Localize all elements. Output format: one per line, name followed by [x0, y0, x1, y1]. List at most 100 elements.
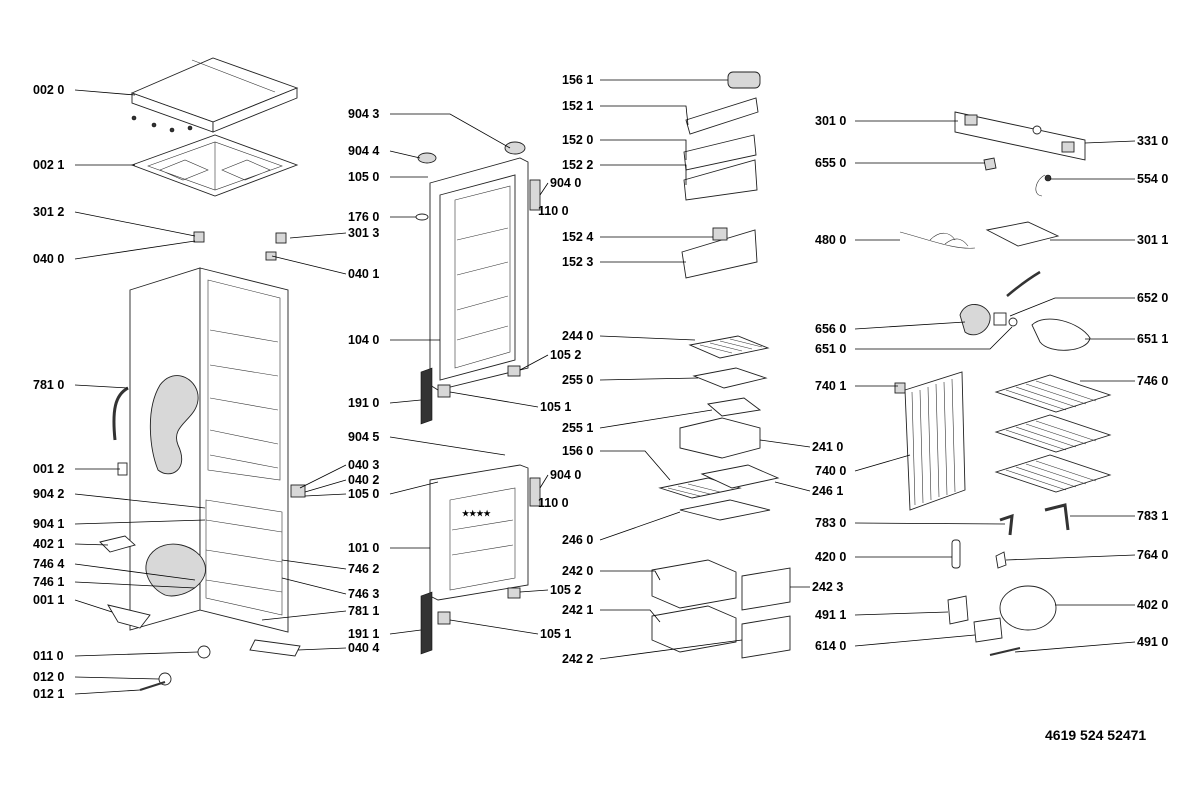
foot-and-base-parts [99, 484, 306, 691]
crisper-drawers-part [651, 559, 791, 659]
callout-label: 012 1 [33, 687, 64, 701]
callout-label: 241 0 [812, 440, 843, 454]
callout-label: 331 0 [1137, 134, 1168, 148]
callout-label: 246 0 [562, 533, 593, 547]
callout-label: 244 0 [562, 329, 593, 343]
callout-label: 191 0 [348, 396, 379, 410]
callout-label: 152 3 [562, 255, 593, 269]
fridge-shelves-part [658, 335, 780, 521]
callout-label: 191 1 [348, 627, 379, 641]
callout-label: 176 0 [348, 210, 379, 224]
callout-label: 012 0 [33, 670, 64, 684]
wire-shelves-part [994, 374, 1112, 493]
callout-label: 110 0 [538, 496, 569, 510]
callout-label: 904 0 [550, 176, 581, 190]
callout-label: 242 3 [812, 580, 843, 594]
callout-label: 156 0 [562, 444, 593, 458]
callout-label: 781 0 [33, 378, 64, 392]
lower-door-part: ★★★★ [429, 464, 541, 601]
callout-label: 783 0 [815, 516, 846, 530]
callout-label: 156 1 [562, 73, 593, 87]
document-code: 4619 524 52471 [1045, 727, 1146, 743]
callout-label: 152 2 [562, 158, 593, 172]
callout-label: 040 3 [348, 458, 379, 472]
callout-label: 105 0 [348, 487, 379, 501]
callout-label: 402 1 [33, 537, 64, 551]
callout-label: 651 1 [1137, 332, 1168, 346]
callout-label: 002 1 [33, 158, 64, 172]
callout-label: 740 0 [815, 464, 846, 478]
callout-label: 904 1 [33, 517, 64, 531]
wiring-harness-part [899, 221, 1060, 297]
callout-label: 246 1 [812, 484, 843, 498]
callout-label: 040 2 [348, 473, 379, 487]
callout-label: 011 0 [33, 649, 64, 663]
callout-label: 764 0 [1137, 548, 1168, 562]
callout-label: 105 1 [540, 627, 571, 641]
callout-label: 740 1 [815, 379, 846, 393]
callout-label: 105 2 [550, 583, 581, 597]
callout-label: 656 0 [815, 322, 846, 336]
callout-label: 491 1 [815, 608, 846, 622]
svg-text:★★★★: ★★★★ [462, 509, 492, 518]
hinge-parts [193, 231, 287, 261]
callout-label: 255 1 [562, 421, 593, 435]
callout-label: 152 4 [562, 230, 593, 244]
callout-label: 480 0 [815, 233, 846, 247]
upper-door-handle-part [420, 365, 521, 425]
callout-label: 242 1 [562, 603, 593, 617]
lower-door-handle-part [420, 587, 521, 655]
top-cover-part [130, 57, 299, 133]
callout-label: 040 1 [348, 267, 379, 281]
callout-label: 152 0 [562, 133, 593, 147]
callout-label: 301 1 [1137, 233, 1168, 247]
callout-label: 105 1 [540, 400, 571, 414]
leader-lines [74, 79, 1136, 695]
callout-label: 614 0 [815, 639, 846, 653]
callout-label: 904 5 [348, 430, 379, 444]
screws-part [131, 115, 193, 133]
callout-label: 781 1 [348, 604, 379, 618]
callout-label: 001 2 [33, 462, 64, 476]
lamp-housing-part [959, 304, 1091, 351]
callout-label: 255 0 [562, 373, 593, 387]
callout-label: 040 4 [348, 641, 379, 655]
callout-label: 040 0 [33, 252, 64, 266]
callout-label: 301 2 [33, 205, 64, 219]
door-shelves-part [681, 71, 761, 279]
callout-label: 301 3 [348, 226, 379, 240]
callout-label: 904 4 [348, 144, 379, 158]
callout-label: 904 3 [348, 107, 379, 121]
callout-label: 746 2 [348, 562, 379, 576]
callout-label: 301 0 [815, 114, 846, 128]
upper-door-part [415, 141, 541, 391]
callout-label: 105 2 [550, 348, 581, 362]
tube-part [112, 386, 129, 476]
callout-label: 746 0 [1137, 374, 1168, 388]
callout-label: 651 0 [815, 342, 846, 356]
callout-label: 152 1 [562, 99, 593, 113]
callout-label: 491 0 [1137, 635, 1168, 649]
callout-label: 746 1 [33, 575, 64, 589]
callout-labels: 002 0 002 1 301 2 040 0 301 3 040 1 781 … [33, 73, 1168, 701]
callout-label: 904 2 [33, 487, 64, 501]
callout-label: 420 0 [815, 550, 846, 564]
callout-label: 652 0 [1137, 291, 1168, 305]
callout-label: 104 0 [348, 333, 379, 347]
callout-label: 904 0 [550, 468, 581, 482]
callout-label: 105 0 [348, 170, 379, 184]
callout-label: 002 0 [33, 83, 64, 97]
callout-label: 001 1 [33, 593, 64, 607]
callout-label: 746 3 [348, 587, 379, 601]
callout-label: 101 0 [348, 541, 379, 555]
callout-label: 402 0 [1137, 598, 1168, 612]
callout-label: 746 4 [33, 557, 64, 571]
top-frame-part [130, 134, 299, 197]
evaporator-part [894, 371, 966, 511]
callout-label: 655 0 [815, 156, 846, 170]
callout-label: 783 1 [1137, 509, 1168, 523]
callout-label: 242 0 [562, 564, 593, 578]
callout-label: 110 0 [538, 204, 569, 218]
